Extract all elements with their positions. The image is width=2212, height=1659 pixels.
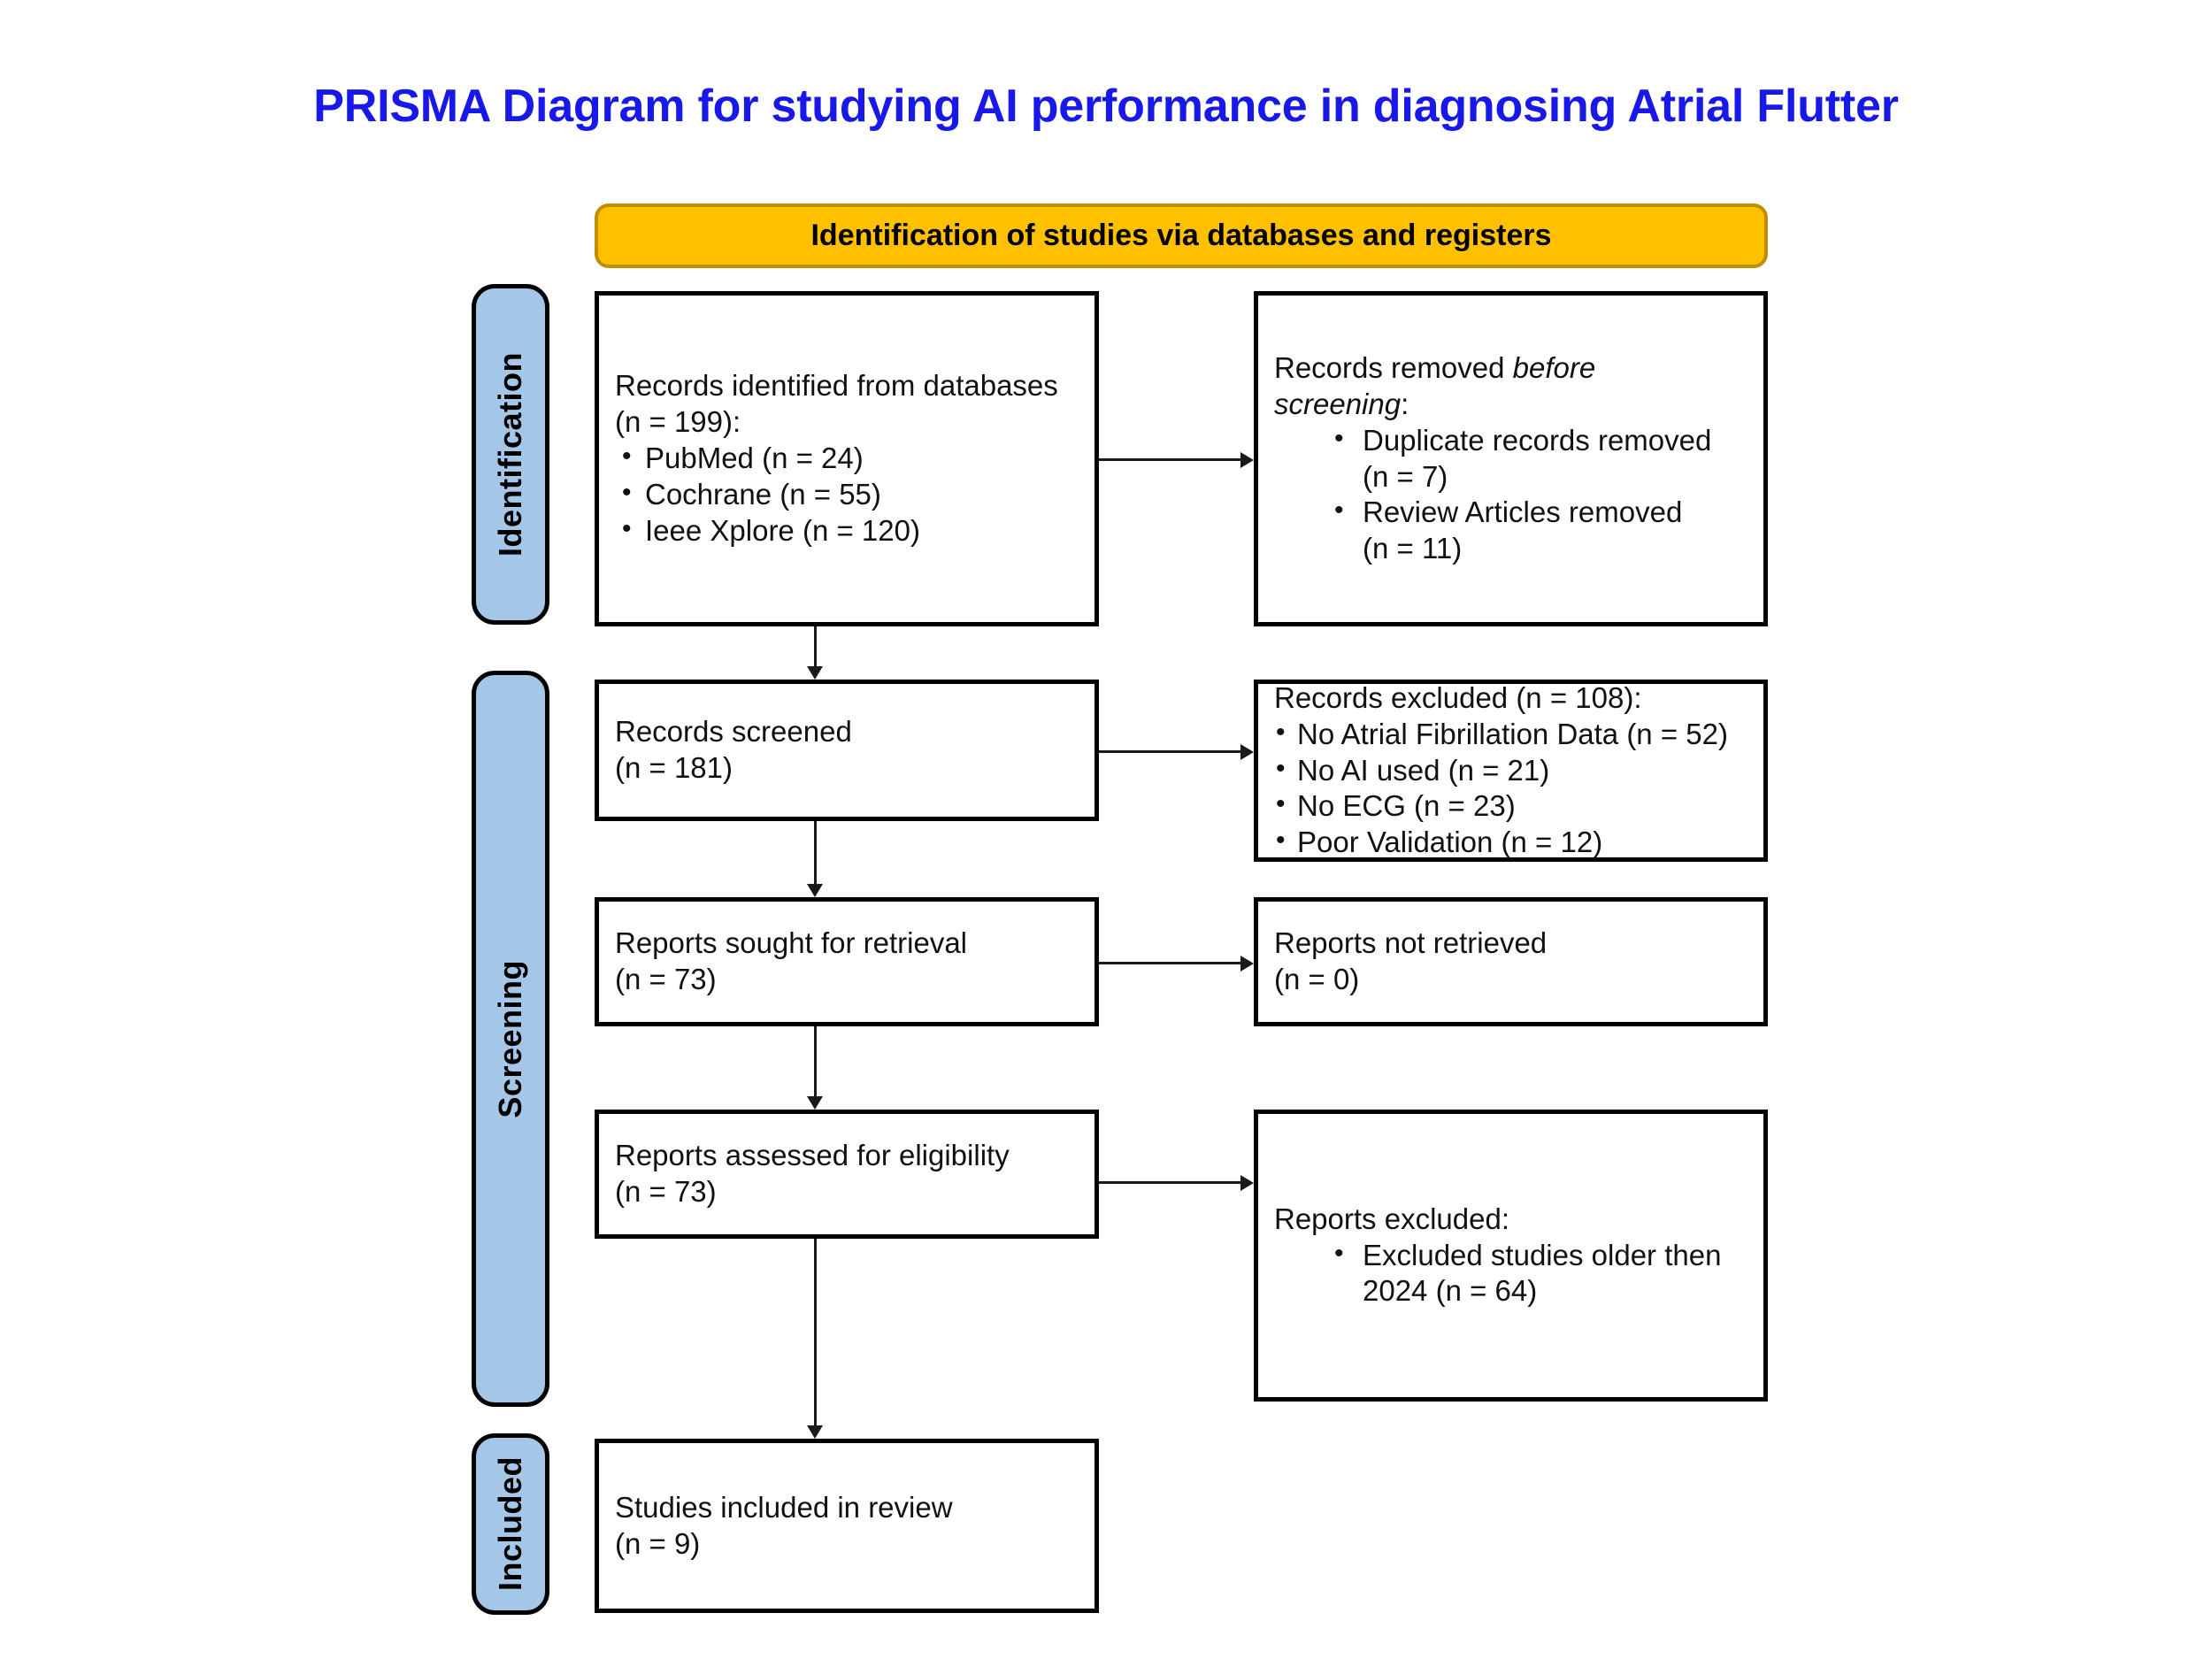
list-item: Poor Validation (n = 12) <box>1274 824 1747 861</box>
arrow-assessed-to-included-head <box>807 1425 823 1439</box>
records-removed-line2: screening: <box>1274 387 1747 423</box>
arrow-assessed-to-included-line <box>814 1239 817 1426</box>
stage-label-included: Included <box>472 1433 549 1615</box>
records-removed-line1-text: Records removed <box>1274 350 1513 384</box>
reports-sought-line1: Reports sought for retrieval <box>615 926 968 960</box>
records-identified-line1: Records identified from databases <box>615 369 1058 403</box>
list-item: No AI used (n = 21) <box>1274 752 1747 789</box>
records-excluded-line1: Records excluded (n = 108): <box>1274 680 1642 714</box>
box-reports-excluded: Reports excluded: Excluded studies older… <box>1254 1110 1768 1402</box>
arrow-sought-to-not-retrieved-line <box>1099 962 1240 964</box>
arrow-screened-to-excluded-line <box>1099 750 1240 753</box>
arrow-sought-to-assessed-line <box>814 1026 817 1097</box>
records-screened-line2: (n = 181) <box>615 751 733 784</box>
list-item: Cochrane (n = 55) <box>615 476 1079 513</box>
records-removed-line2-italic: screening <box>1274 387 1402 420</box>
stage-label-identification: Identification <box>472 284 549 625</box>
list-item-cont: (n = 7) <box>1363 459 1448 493</box>
box-records-identified: Records identified from databases (n = 1… <box>595 291 1099 626</box>
arrow-sought-to-assessed-head <box>807 1096 823 1110</box>
arrow-identified-to-removed-head <box>1240 452 1254 468</box>
list-item-text: Duplicate records removed <box>1363 423 1712 457</box>
identification-banner: Identification of studies via databases … <box>595 204 1768 268</box>
stage-label-identification-text: Identification <box>492 352 528 557</box>
list-item: Ieee Xplore (n = 120) <box>615 512 1079 549</box>
list-item: PubMed (n = 24) <box>615 440 1079 477</box>
stage-label-screening: Screening <box>472 671 549 1407</box>
list-item: Review Articles removed(n = 11) <box>1325 494 1747 567</box>
list-item-cont: (n = 11) <box>1363 532 1463 565</box>
records-identified-bullets: PubMed (n = 24) Cochrane (n = 55) Ieee X… <box>615 440 1079 549</box>
records-identified-line2: (n = 199): <box>615 405 741 439</box>
list-item: Duplicate records removed(n = 7) <box>1325 422 1747 495</box>
list-item-text: Excluded studies older then <box>1363 1238 1722 1271</box>
records-removed-line1-italic: before <box>1512 350 1596 384</box>
box-reports-assessed: Reports assessed for eligibility (n = 73… <box>595 1110 1099 1239</box>
records-removed-line1: Records removed before <box>1274 350 1747 387</box>
arrow-screened-to-sought-line <box>814 821 817 885</box>
page-title: PRISMA Diagram for studying AI performan… <box>313 81 1899 132</box>
box-reports-sought: Reports sought for retrieval (n = 73) <box>595 897 1099 1026</box>
stage-label-included-text: Included <box>492 1456 528 1592</box>
box-studies-included: Studies included in review (n = 9) <box>595 1439 1099 1613</box>
records-removed-line2-tail: : <box>1401 387 1409 420</box>
arrow-assessed-to-reports-excluded-head <box>1240 1175 1254 1191</box>
list-item-text: Review Articles removed <box>1363 495 1683 529</box>
records-removed-bullets: Duplicate records removed(n = 7) Review … <box>1325 422 1747 568</box>
list-item: No Atrial Fibrillation Data (n = 52) <box>1274 716 1747 753</box>
records-screened-line1: Records screened <box>615 715 852 749</box>
reports-not-retrieved-line1: Reports not retrieved <box>1274 926 1548 960</box>
identification-banner-label: Identification of studies via databases … <box>810 219 1552 252</box>
stage-label-screening-text: Screening <box>492 959 528 1118</box>
arrow-identified-to-screened-line <box>814 626 817 668</box>
records-excluded-bullets: No Atrial Fibrillation Data (n = 52) No … <box>1274 716 1747 862</box>
studies-included-line2: (n = 9) <box>615 1526 701 1560</box>
reports-sought-line2: (n = 73) <box>615 963 717 995</box>
reports-not-retrieved-line2: (n = 0) <box>1274 963 1360 995</box>
box-records-screened: Records screened (n = 181) <box>595 680 1099 821</box>
reports-assessed-line1: Reports assessed for eligibility <box>615 1139 1010 1172</box>
studies-included-line1: Studies included in review <box>615 1490 953 1524</box>
arrow-sought-to-not-retrieved-head <box>1240 956 1254 972</box>
reports-assessed-line2: (n = 73) <box>615 1175 717 1208</box>
list-item-cont: 2024 (n = 64) <box>1363 1274 1538 1308</box>
reports-excluded-line1: Reports excluded: <box>1274 1202 1509 1235</box>
box-reports-not-retrieved: Reports not retrieved (n = 0) <box>1254 897 1768 1026</box>
arrow-identified-to-removed-line <box>1099 458 1240 461</box>
list-item: No ECG (n = 23) <box>1274 787 1747 825</box>
box-records-excluded: Records excluded (n = 108): No Atrial Fi… <box>1254 680 1768 862</box>
arrow-screened-to-sought-head <box>807 884 823 897</box>
arrow-screened-to-excluded-head <box>1240 744 1254 760</box>
arrow-identified-to-screened-head <box>807 666 823 680</box>
box-records-removed-before-screening: Records removed before screening: Duplic… <box>1254 291 1768 626</box>
arrow-assessed-to-reports-excluded-line <box>1099 1181 1240 1184</box>
